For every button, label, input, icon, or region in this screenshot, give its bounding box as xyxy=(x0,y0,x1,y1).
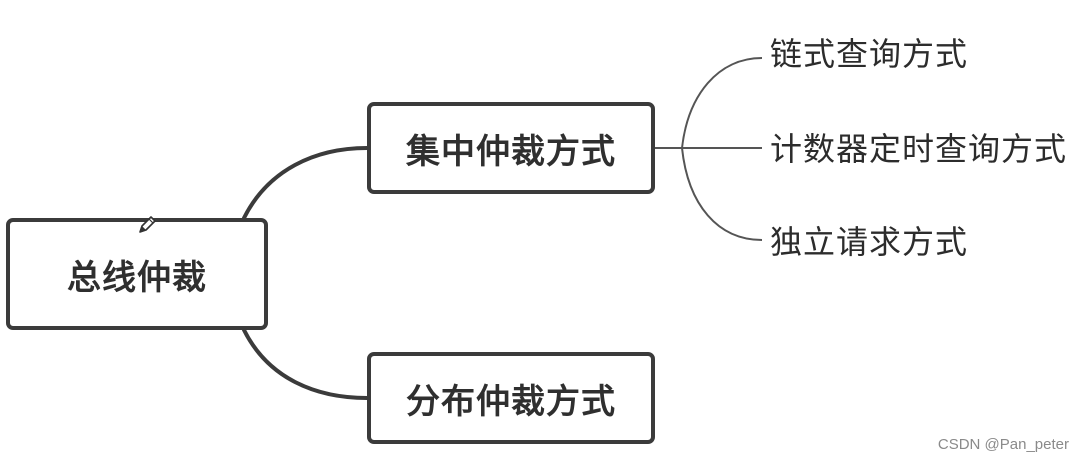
leaf-node-independent-request[interactable]: 独立请求方式 xyxy=(770,223,969,261)
pencil-icon xyxy=(139,216,156,233)
watermark: CSDN @Pan_peter xyxy=(937,436,1069,453)
root-node-bus-arbitration[interactable]: 总线仲裁 xyxy=(6,218,268,330)
root-node-label: 总线仲裁 xyxy=(67,257,207,298)
connector-root-to-central xyxy=(242,146,369,220)
branch-node-label: 集中仲裁方式 xyxy=(406,131,616,172)
connector-central-to-independent xyxy=(681,147,763,241)
connector-root-to-distributed xyxy=(242,328,369,400)
leaf-node-counter-timed-polling[interactable]: 计数器定时查询方式 xyxy=(770,130,1068,168)
branch-node-distributed-arbitration[interactable]: 分布仲裁方式 xyxy=(367,352,655,444)
connector-central-to-chain xyxy=(655,57,763,149)
branch-node-label: 分布仲裁方式 xyxy=(406,381,616,422)
branch-node-centralized-arbitration[interactable]: 集中仲裁方式 xyxy=(367,102,655,194)
leaf-node-chain-polling[interactable]: 链式查询方式 xyxy=(770,35,969,73)
